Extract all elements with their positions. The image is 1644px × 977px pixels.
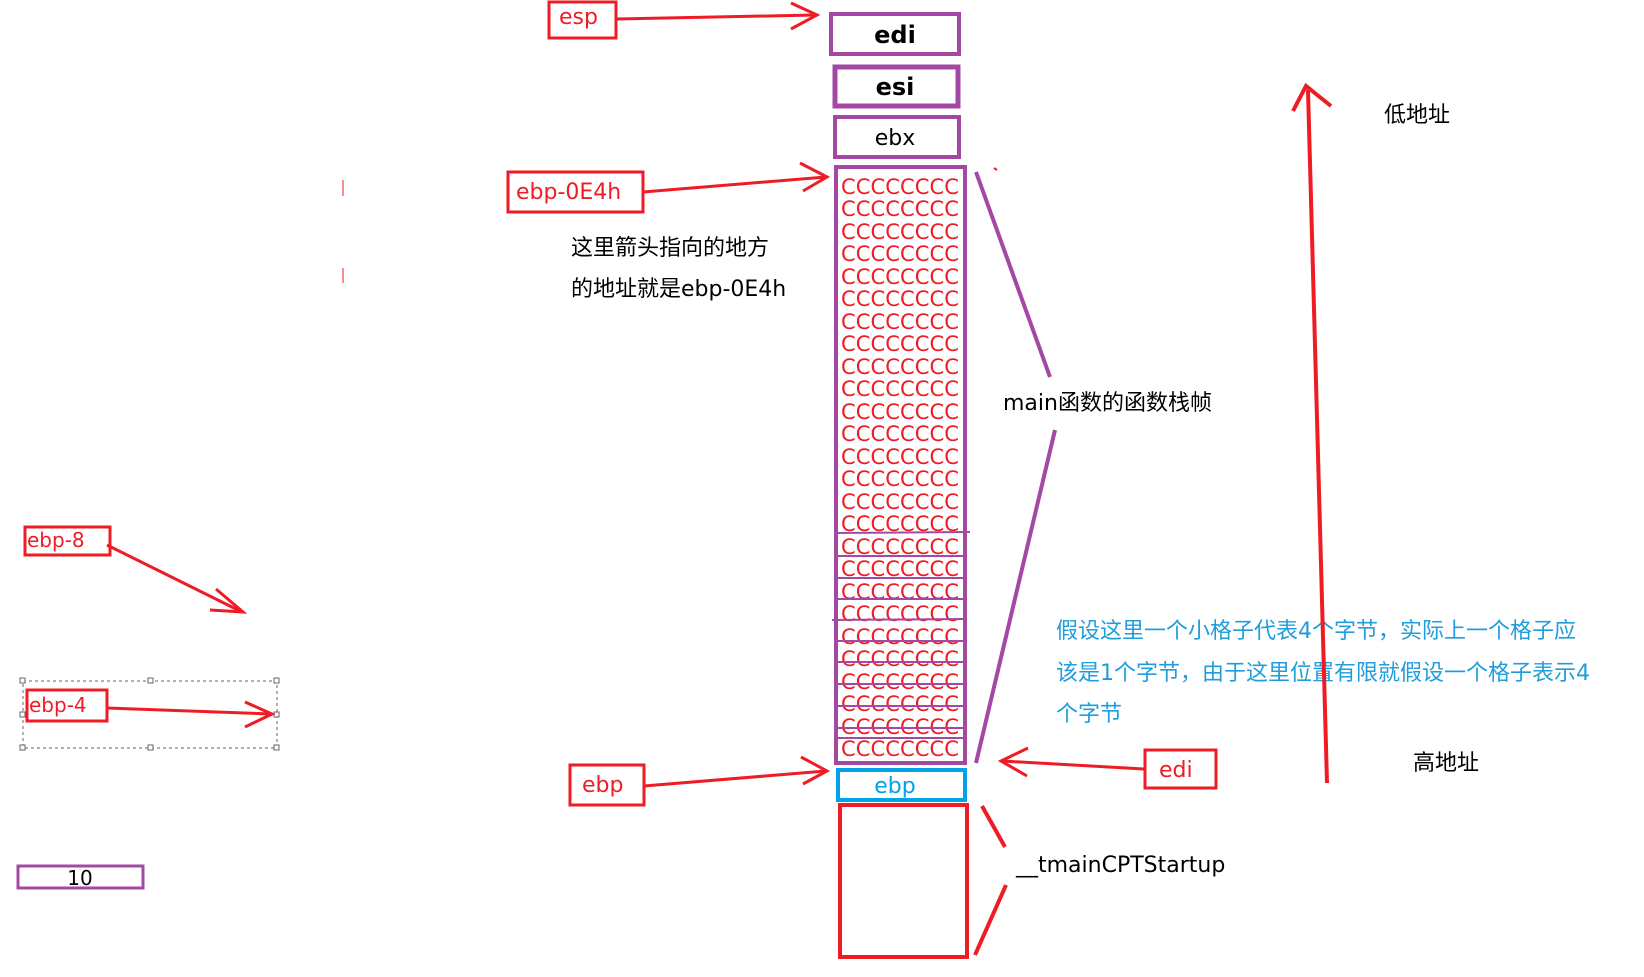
fill-row-text: CCCCCCCC [841, 400, 959, 424]
esp-pointer-label: esp [559, 5, 598, 30]
fill-row-text: CCCCCCCC [841, 692, 959, 716]
esp-arrow-head [790, 1, 821, 31]
fill-row-text: CCCCCCCC [841, 580, 959, 604]
startup-bracket-bottom [973, 884, 1008, 956]
ebp-4-pointer-box [25, 688, 109, 723]
fill-row-text: CCCCCCCC [841, 670, 959, 694]
caller-frame-block [838, 803, 969, 959]
cell-note-line3: 个字节 [1056, 702, 1122, 727]
esp-pointer-box [547, 0, 618, 40]
ebp-0e4h-pointer-label: ebp-0E4h [516, 180, 621, 205]
fill-row-text: CCCCCCCC [841, 310, 959, 334]
ebx-cell-label: ebx [875, 126, 916, 151]
fill-row-text: CCCCCCCC [841, 377, 959, 401]
ebp-cell-label: ebp [874, 774, 915, 799]
fill-row-text: CCCCCCCC [841, 490, 959, 514]
fill-row-text: CCCCCCCC [841, 355, 959, 379]
frame-bracket-top [974, 171, 1052, 378]
arrow-note-line1: 这里箭头指向的地方 [571, 236, 769, 261]
fill-row-text: CCCCCCCC [841, 602, 959, 626]
value-box-label: 10 [67, 866, 92, 890]
fill-row-text: CCCCCCCC [841, 445, 959, 469]
edi-cell-label: edi [874, 21, 916, 49]
locals-block [834, 165, 967, 765]
frame-label: main函数的函数栈帧 [1003, 391, 1212, 416]
fill-row-text: CCCCCCCC [841, 647, 959, 671]
fill-row-text: CCCCCCCC [841, 422, 959, 446]
startup-bracket-top [980, 805, 1007, 848]
fill-row-text: CCCCCCCC [841, 467, 959, 491]
selection-handles [19, 677, 280, 751]
ebp-arrow-head [800, 755, 831, 786]
cell-note-line1: 假设这里一个小格子代表4个字节，实际上一个格子应 [1056, 619, 1576, 644]
ebp-cell [836, 768, 967, 802]
fill-row-text: CCCCCCCC [841, 625, 959, 649]
ebp-0e4h-arrow-head [799, 161, 831, 193]
frame-bracket-bottom [974, 429, 1057, 764]
low-address-label: 低地址 [1384, 103, 1450, 128]
stray-mark-3 [993, 167, 998, 171]
edi-arrow-head [997, 746, 1029, 778]
fill-row-text: CCCCCCCC [841, 287, 959, 311]
edi-pointer-label: edi [1159, 758, 1193, 783]
edi-arrow [1001, 759, 1146, 771]
high-address-label: 高地址 [1413, 751, 1479, 776]
ebp-0e4h-arrow [642, 175, 827, 194]
ebp-4-arrow [106, 706, 273, 716]
fill-row-text: CCCCCCCC [841, 332, 959, 356]
address-direction-arrow [1306, 89, 1329, 784]
fill-row-text: CCCCCCCC [841, 220, 959, 244]
fill-row-text: CCCCCCCC [841, 737, 959, 761]
ebp-8-arrow-head [209, 587, 248, 614]
locals-row-dividers [831, 531, 971, 739]
esp-arrow [615, 13, 816, 21]
arrow-note-line2: 的地址就是ebp-0E4h [571, 277, 786, 302]
ebp-8-pointer-box [23, 525, 112, 557]
value-box [16, 864, 145, 890]
ebp-4-arrow-head [244, 700, 276, 729]
ebp-arrow [643, 769, 827, 788]
esi-cell [832, 64, 961, 109]
fill-row-text: CCCCCCCC [841, 242, 959, 266]
fill-row-text: CCCCCCCC [841, 197, 959, 221]
ebx-cell [833, 115, 961, 159]
locals-fill-rows: CCCCCCCCCCCCCCCCCCCCCCCCCCCCCCCCCCCCCCCC… [841, 175, 959, 761]
esi-cell-label: esi [876, 73, 915, 101]
address-direction-arrow-head [1291, 82, 1333, 112]
ebp-4-pointer-label: ebp-4 [29, 693, 87, 717]
startup-label: __tmainCPTStartup [1015, 853, 1225, 878]
fill-row-text: CCCCCCCC [841, 175, 959, 199]
edi-cell [829, 12, 961, 56]
fill-row-text: CCCCCCCC [841, 265, 959, 289]
ebp-pointer-label: ebp [582, 773, 623, 798]
ebp-8-pointer-label: ebp-8 [27, 528, 85, 552]
ebp-8-arrow [106, 543, 243, 614]
